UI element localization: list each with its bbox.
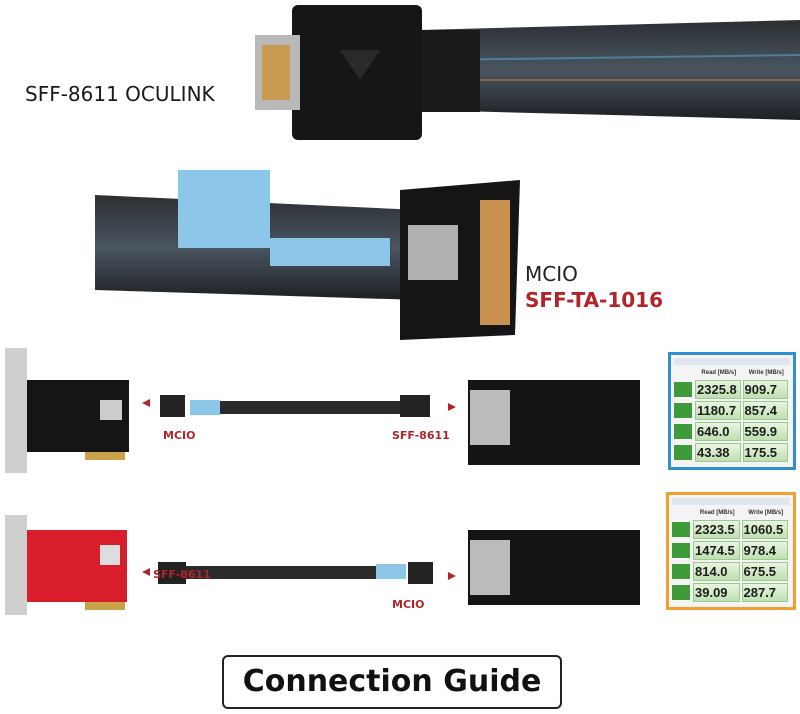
read-header: Read [MB/s] [699,510,735,516]
row2-left-label: SFF-8611 [153,568,211,581]
benchmark-titlebar [674,358,790,365]
write-header: Write [MB/s] [748,510,784,516]
write-value: 559.9 [742,422,788,441]
test-tag [672,585,690,600]
test-tag [672,543,690,558]
connection-guide-title: Connection Guide [222,655,562,709]
cable-assembly-1 [160,395,430,417]
write-value: 978.4 [741,541,788,560]
test-tag [674,445,692,460]
test-tag [672,522,690,537]
test-tag [674,382,692,397]
arrow-left-icon [142,568,150,576]
pcie-card-black [5,348,129,473]
oculink-label: SFF-8611 OCULINK [25,82,215,106]
test-tag [672,564,690,579]
mcio-label: MCIO [525,262,578,286]
write-value: 287.7 [741,583,788,602]
oculink-cable [410,20,800,120]
row1-left-label: MCIO [163,429,196,442]
row1-diagram [5,348,640,473]
read-value: 43.38 [695,443,741,462]
read-value: 814.0 [693,562,740,581]
m2-adapter-board-2 [468,530,640,605]
write-value: 675.5 [741,562,788,581]
read-value: 1180.7 [695,401,741,420]
test-tag [674,424,692,439]
mcio-spec-label: SFF-TA-1016 [525,288,664,312]
row1-right-label: SFF-8611 [392,429,450,442]
read-value: 1474.5 [693,541,740,560]
arrow-right-icon [448,572,456,580]
read-value: 2323.5 [693,520,740,539]
write-value: 909.7 [742,380,788,399]
cable-assembly-2 [158,562,433,584]
read-value: 39.09 [693,583,740,602]
oculink-connector [255,5,422,140]
read-value: 646.0 [695,422,741,441]
read-header: Read [MB/s] [701,370,737,376]
mcio-connector [400,180,520,340]
benchmark-titlebar [672,498,790,505]
m2-adapter-board-1 [468,380,640,465]
benchmark-header: Read [MB/s] Write [MB/s] [693,509,790,518]
benchmark-header: Read [MB/s] Write [MB/s] [695,369,790,378]
arrow-left-icon [142,399,150,407]
test-tag [674,403,692,418]
arrow-right-icon [448,403,456,411]
cable-photos [95,5,800,340]
write-header: Write [MB/s] [748,370,784,376]
row2-diagram [5,515,640,615]
read-value: 2325.8 [695,380,741,399]
write-value: 175.5 [742,443,788,462]
write-value: 1060.5 [741,520,788,539]
mcio-cable [95,170,420,300]
row2-right-label: MCIO [392,598,425,611]
write-value: 857.4 [742,401,788,420]
pcie-card-red [5,515,127,615]
